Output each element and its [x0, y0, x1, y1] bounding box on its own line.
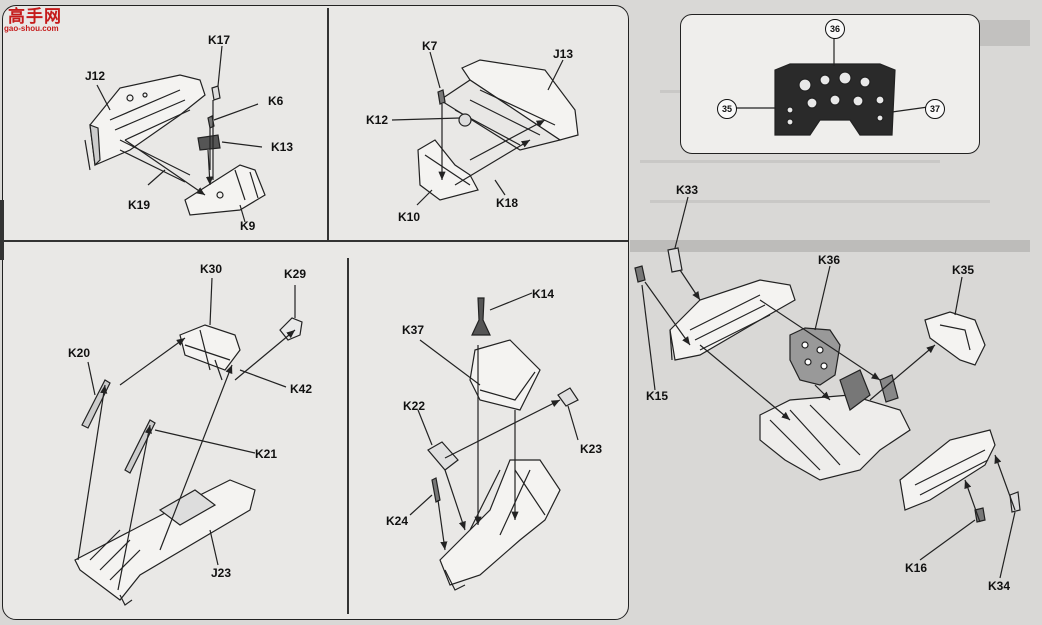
watermark-brand: 高手网	[8, 7, 62, 26]
label-k36: K36	[818, 253, 841, 267]
label-k29: K29	[284, 267, 307, 281]
decal-callout-36: 36	[825, 19, 845, 39]
label-j12: J12	[85, 69, 106, 83]
decal-callout-35: 35	[717, 99, 737, 119]
label-k9: K9	[240, 219, 256, 233]
part-k9-floor	[184, 164, 266, 216]
part-k23-bracket	[557, 387, 579, 407]
watermark-logo: 高手网 gao-shou.com	[2, 2, 68, 36]
background-print	[650, 200, 990, 203]
part-k34	[1009, 491, 1021, 513]
watermark-url: gao-shou.com	[4, 24, 59, 33]
part-k22-bracket	[427, 441, 459, 471]
label-k30: K30	[200, 262, 223, 276]
label-k23: K23	[580, 442, 603, 456]
assembly-cockpit-side-left	[84, 74, 206, 171]
assembly-right-side-wall	[669, 279, 796, 361]
part-k19-rails	[119, 139, 191, 183]
part-k15	[634, 265, 646, 283]
label-j13: J13	[553, 47, 574, 61]
assembly-left-side-wall	[899, 429, 996, 511]
label-k14: K14	[532, 287, 555, 301]
label-k7: K7	[422, 39, 438, 53]
label-k18: K18	[496, 196, 519, 210]
part-k16	[974, 507, 986, 523]
label-k34: K34	[988, 579, 1011, 593]
seat-frame-base	[439, 459, 561, 591]
part-k13-pedals	[197, 134, 221, 151]
vertical-divider-bottom	[347, 258, 349, 614]
assembly-cockpit-side-right	[438, 59, 579, 151]
part-k14-stick	[471, 297, 491, 336]
part-k36-instrument-panel	[789, 327, 841, 386]
decal-callout-37: 37	[925, 99, 945, 119]
label-k13: K13	[271, 140, 294, 154]
vertical-divider-top	[327, 8, 329, 240]
label-k20: K20	[68, 346, 91, 360]
label-k10: K10	[398, 210, 421, 224]
part-k20-strut	[81, 379, 111, 429]
part-k35-panel	[924, 311, 986, 366]
label-k6: K6	[268, 94, 284, 108]
part-k30-frame	[179, 324, 241, 381]
label-j23: J23	[211, 566, 232, 580]
label-k12: K12	[366, 113, 389, 127]
background-print	[630, 240, 1030, 252]
horizontal-divider	[2, 240, 628, 242]
label-k16: K16	[905, 561, 928, 575]
part-j23-floor	[74, 479, 256, 606]
part-k24-pin	[431, 477, 441, 503]
part-k10-floor	[417, 139, 479, 201]
part-k37-seat	[469, 339, 541, 411]
label-k33: K33	[676, 183, 699, 197]
label-k35: K35	[952, 263, 975, 277]
label-k19: K19	[128, 198, 151, 212]
label-k22: K22	[403, 399, 426, 413]
label-k37: K37	[402, 323, 425, 337]
label-k42: K42	[290, 382, 313, 396]
background-print	[640, 160, 940, 163]
part-k21-strut	[124, 419, 156, 474]
label-k21: K21	[255, 447, 278, 461]
part-k29	[279, 317, 303, 341]
label-k15: K15	[646, 389, 669, 403]
label-k24: K24	[386, 514, 409, 528]
assembly-main-cockpit-tub	[759, 369, 911, 481]
edge-mark	[0, 200, 4, 260]
part-k33	[667, 247, 683, 273]
label-k17: K17	[208, 33, 231, 47]
part-k17	[211, 85, 221, 101]
decal-instrument-panel	[774, 63, 896, 136]
part-k7	[437, 89, 446, 105]
